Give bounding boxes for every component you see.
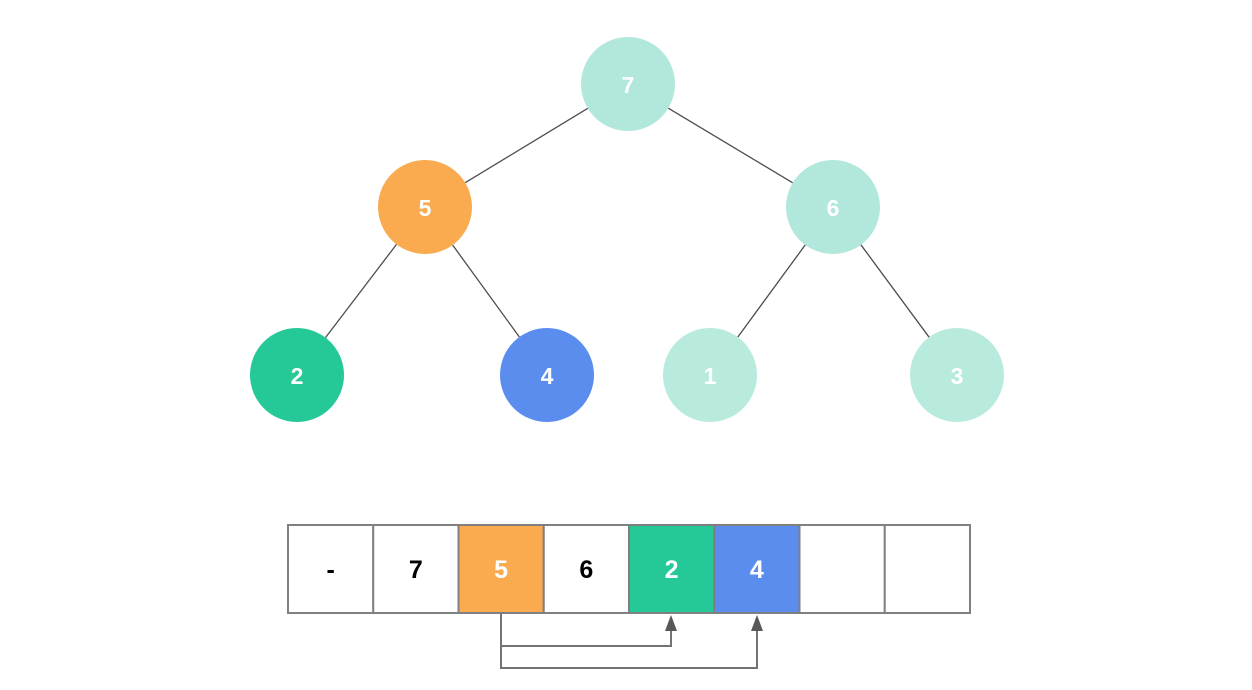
array-cell-5[interactable]: 4: [713, 524, 801, 614]
ptr-right-child: [500, 613, 763, 669]
node-label-5: 5: [419, 195, 432, 221]
tree-edge-n6-n1: [737, 244, 806, 338]
ptr-left-child-line: [500, 613, 672, 647]
node-circle-3: [910, 328, 1004, 422]
array-cell-1[interactable]: 7: [372, 524, 460, 614]
array-cell-2[interactable]: 5: [457, 524, 545, 614]
tree-edges-group: [324, 107, 930, 339]
ptr-right-child-arrowhead: [751, 615, 763, 631]
node-label-7: 7: [622, 72, 635, 98]
node-circle-2: [250, 328, 344, 422]
tree-node-7[interactable]: 7: [581, 37, 675, 131]
array-cell-box-6: [798, 524, 886, 614]
node-circle-6: [786, 160, 880, 254]
array-cell-value-4: 2: [665, 556, 679, 584]
tree-edge-n5-n4: [452, 244, 520, 338]
node-label-6: 6: [827, 195, 840, 221]
array-cell-7[interactable]: [883, 524, 971, 614]
node-label-4: 4: [541, 363, 554, 389]
array-cell-box-5: [713, 524, 801, 614]
node-label-2: 2: [291, 363, 304, 389]
node-label-1: 1: [704, 363, 717, 389]
array-cell-4[interactable]: 2: [628, 524, 716, 614]
node-label-3: 3: [951, 363, 964, 389]
tree-edge-n7-n6: [667, 107, 794, 184]
heap-array-group: - 7 5 6 2 4: [287, 524, 971, 614]
array-cell-value-5: 4: [750, 556, 764, 584]
tree-node-1[interactable]: 1: [663, 328, 757, 422]
node-circle-4: [500, 328, 594, 422]
ptr-left-child-arrowhead: [665, 615, 677, 631]
tree-node-6[interactable]: 6: [786, 160, 880, 254]
array-cell-box-3: [542, 524, 630, 614]
array-cell-6[interactable]: [798, 524, 886, 614]
array-cell-value-2: 5: [494, 556, 508, 584]
tree-nodes-group: 7 5 6 2 4 1 3: [250, 37, 1004, 422]
tree-node-3[interactable]: 3: [910, 328, 1004, 422]
array-cell-box-7: [883, 524, 971, 614]
tree-node-5[interactable]: 5: [378, 160, 472, 254]
node-circle-7: [581, 37, 675, 131]
array-cell-value-3: 6: [579, 556, 593, 584]
array-cell-value-1: 7: [409, 556, 423, 584]
array-cell-3[interactable]: 6: [542, 524, 630, 614]
node-circle-1: [663, 328, 757, 422]
tree-edge-n6-n3: [860, 244, 930, 338]
child-pointers-group: [500, 613, 763, 669]
array-cell-0[interactable]: -: [287, 524, 375, 614]
tree-node-2[interactable]: 2: [250, 328, 344, 422]
ptr-left-child: [500, 613, 677, 647]
array-cell-value-0: -: [326, 556, 334, 584]
ptr-right-child-line: [500, 613, 758, 669]
tree-node-4[interactable]: 4: [500, 328, 594, 422]
array-cell-box-1: [372, 524, 460, 614]
array-cell-box-4: [628, 524, 716, 614]
node-circle-5: [378, 160, 472, 254]
array-cell-box-0: [287, 524, 375, 614]
tree-edge-n7-n5: [464, 107, 589, 184]
tree-edge-n5-n2: [324, 243, 398, 339]
